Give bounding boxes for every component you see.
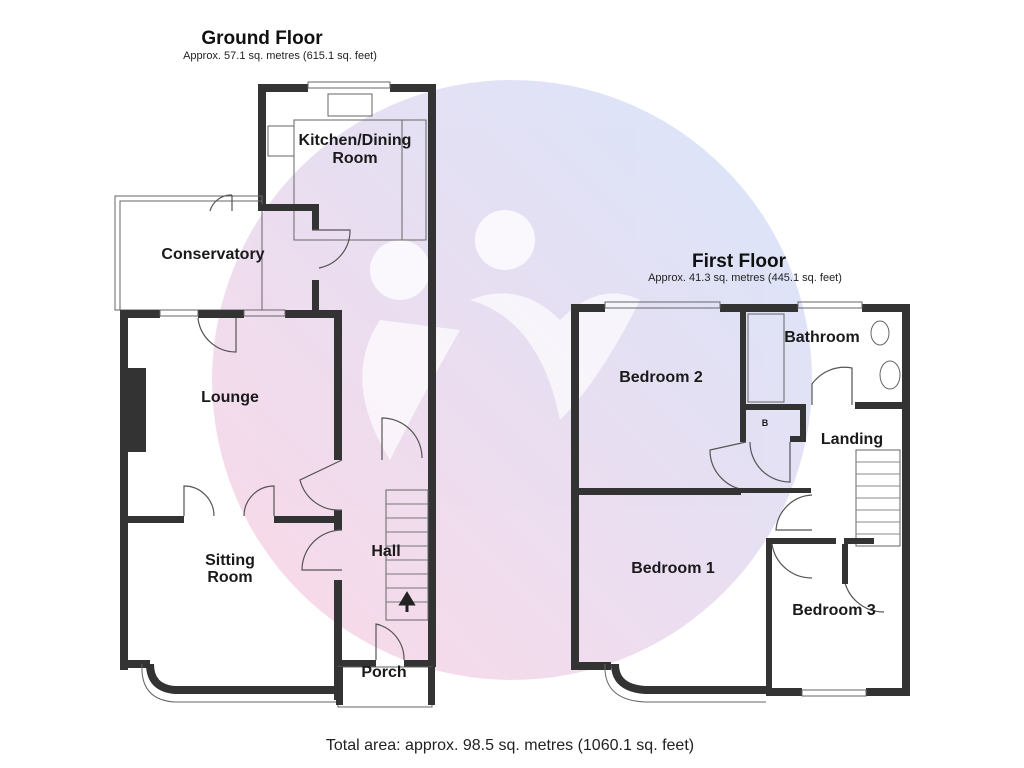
stairs-up-arrow-icon: [398, 591, 416, 612]
first-floor-plan: [571, 301, 910, 703]
room-label-sitting-1: Sitting: [205, 552, 255, 569]
room-label-bedroom-3: Bedroom 3: [792, 602, 876, 619]
room-label-conservatory: Conservatory: [161, 246, 264, 263]
room-label-kitchen-1: Kitchen/Dining: [299, 132, 412, 149]
ground-floor-title: Ground Floor: [201, 28, 323, 49]
watermark-logo: [212, 80, 812, 680]
room-label-bedroom-2: Bedroom 2: [619, 369, 703, 386]
room-label-lounge: Lounge: [201, 389, 259, 406]
room-label-hall: Hall: [371, 543, 400, 560]
first-floor-area: Approx. 41.3 sq. metres (445.1 sq. feet): [648, 272, 842, 284]
room-label-kitchen-2: Room: [332, 150, 377, 167]
room-label-bedroom-1: Bedroom 1: [631, 560, 715, 577]
first-floor-title: First Floor: [692, 251, 787, 272]
total-area: Total area: approx. 98.5 sq. metres (106…: [326, 737, 694, 754]
room-label-sitting-2: Room: [207, 569, 252, 586]
ground-floor-area: Approx. 57.1 sq. metres (615.1 sq. feet): [183, 50, 377, 62]
room-label-landing: Landing: [821, 431, 883, 448]
room-label-porch: Porch: [361, 664, 406, 681]
ground-floor-plan: [114, 81, 436, 708]
room-label-cupboard: B: [762, 418, 769, 428]
room-label-bathroom: Bathroom: [784, 329, 860, 346]
